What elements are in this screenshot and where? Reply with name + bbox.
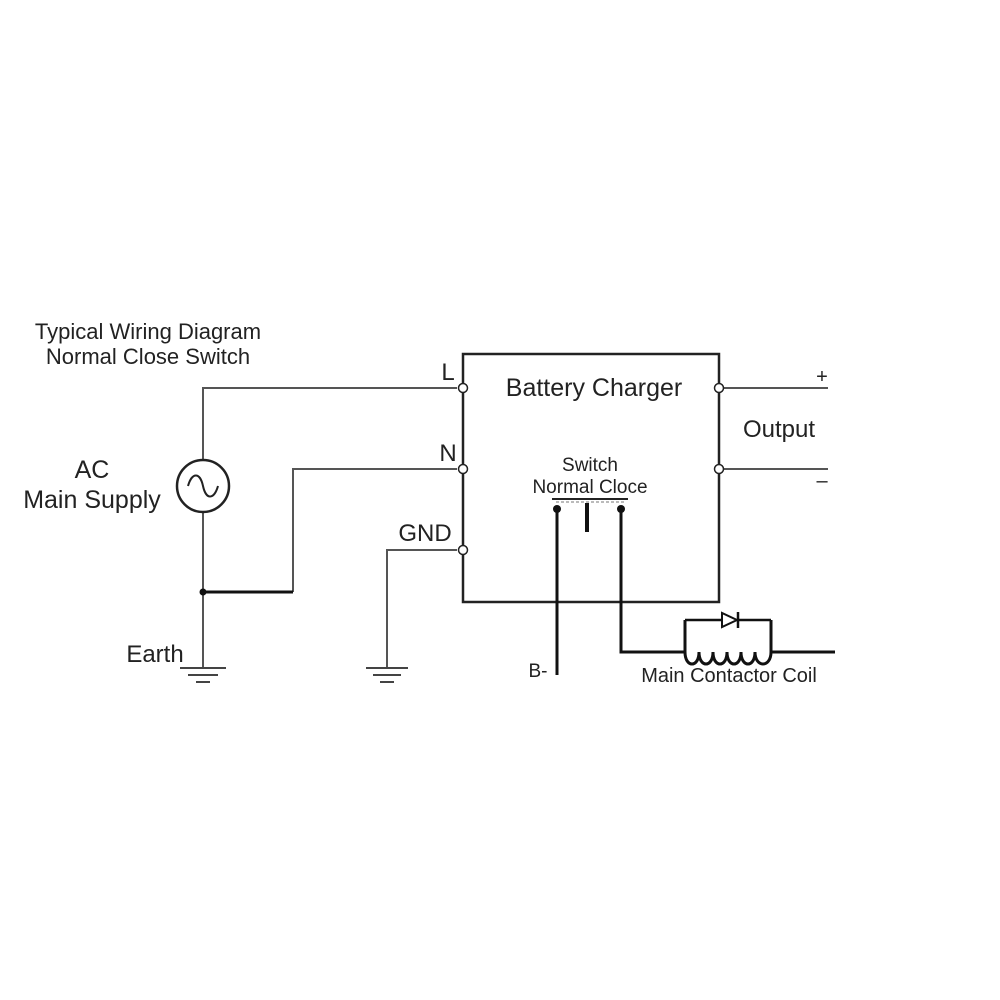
earth-label: Earth xyxy=(126,641,183,668)
switch-label-line-2: Normal Cloce xyxy=(532,477,647,498)
output-plus-label: + xyxy=(816,366,828,388)
terminal-n xyxy=(457,463,469,475)
terminal-output-plus xyxy=(713,382,725,394)
output-label: Output xyxy=(743,416,815,443)
line-wire xyxy=(202,387,457,460)
normal-close-switch-icon xyxy=(552,498,628,532)
terminal-l-label: L xyxy=(441,359,454,386)
terminal-l xyxy=(457,382,469,394)
terminal-n-label: N xyxy=(439,440,456,467)
ac-source-label-line-1: AC xyxy=(75,456,110,484)
diode-icon xyxy=(721,611,740,629)
coil-lead-wire xyxy=(619,509,685,654)
contactor-coil-icon xyxy=(683,618,773,666)
ac-source-icon xyxy=(175,458,231,514)
terminal-output-minus xyxy=(713,463,725,475)
battery-charger-box xyxy=(461,352,721,604)
junction-dot xyxy=(199,588,207,596)
main-contactor-coil-label: Main Contactor Coil xyxy=(641,665,817,687)
switch-label-line-1: Switch xyxy=(562,455,618,476)
terminal-gnd xyxy=(457,544,469,556)
ac-source-label-line-2: Main Supply xyxy=(23,486,161,514)
diagram-title-line-1: Typical Wiring Diagram xyxy=(35,319,261,344)
gnd-wire xyxy=(386,549,457,668)
battery-charger-label: Battery Charger xyxy=(506,374,682,402)
earth-ground-icon xyxy=(180,667,226,683)
diagram-title-line-2: Normal Close Switch xyxy=(46,344,250,369)
terminal-gnd-label: GND xyxy=(398,520,451,547)
b-minus-label: B- xyxy=(529,661,548,682)
output-minus-label: – xyxy=(816,470,828,492)
gnd-ground-icon xyxy=(366,667,408,683)
neutral-wire xyxy=(292,468,457,592)
